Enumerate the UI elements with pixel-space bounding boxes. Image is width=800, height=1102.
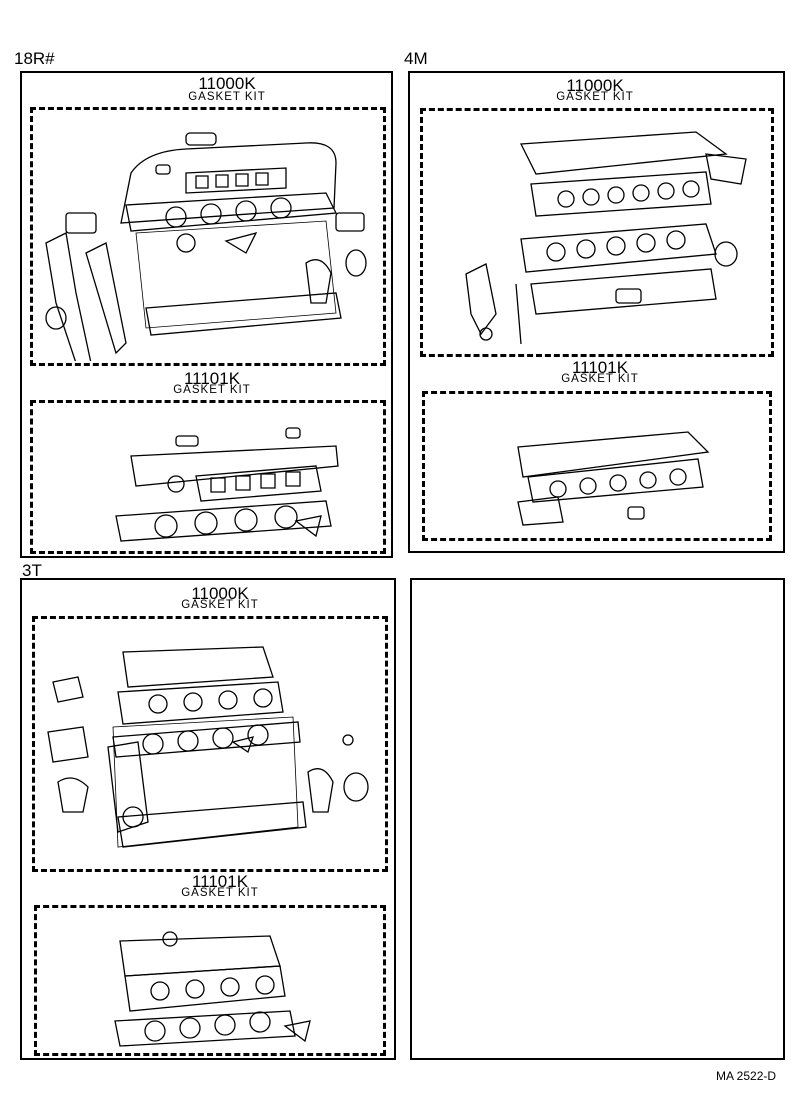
front-cover-gasket [57, 777, 89, 813]
exploded-view-4m-head [428, 397, 766, 535]
small-gasket-top-left [52, 676, 84, 703]
manifold-gasket [195, 465, 322, 502]
timing-cover-gasket [45, 232, 92, 361]
small-gasket-mid [231, 736, 254, 754]
cylinder-head-cover-gasket [519, 131, 728, 175]
timing-cover-gasket [107, 741, 149, 833]
cover-grommet [175, 435, 199, 447]
small-plate [615, 288, 642, 304]
manifold-gasket [527, 458, 704, 503]
cylinder-head-gasket [114, 1010, 296, 1047]
head-cover-gasket [119, 935, 281, 977]
exploded-view-18r-head [36, 406, 380, 548]
exploded-view-3t-full [38, 622, 382, 866]
small-seal [342, 734, 354, 746]
engine-label-4m: 4M [404, 49, 428, 68]
cylinder-head-gasket [125, 192, 338, 232]
kit-name-3t-head: GASKET KIT [181, 887, 259, 899]
document-code: MA 2522-D [716, 1069, 777, 1083]
dipstick-tube [515, 283, 522, 345]
head-cover-gasket [130, 445, 339, 487]
seal-washer [627, 506, 645, 520]
cylinder-head-gasket [112, 721, 301, 758]
kit-number-18r-head: 11101K [183, 369, 241, 388]
cylinder-head-cover-gasket [122, 646, 274, 688]
small-gasket [283, 1020, 311, 1043]
kit-box-4m-full [420, 108, 774, 357]
timing-cover-gasket [465, 263, 497, 336]
panel-3t: 11000K GASKET KIT 11101K GASKET KIT [20, 578, 396, 1060]
oil-seal [714, 241, 738, 267]
kit-name-4m-head: GASKET KIT [561, 373, 639, 385]
engine-block-outline [112, 716, 299, 848]
small-seal [479, 327, 493, 341]
side-gasket [705, 153, 747, 185]
small-gasket-right [335, 212, 365, 232]
small-gasket [517, 496, 564, 526]
panel-18r: 11000K GASKET KIT 11101K GASKET KIT [20, 71, 393, 558]
oil-seal-right [345, 249, 367, 277]
kit-name-4m-full: GASKET KIT [556, 91, 634, 103]
engine-label-3t: 3T [22, 561, 42, 580]
oil-seal-right [343, 772, 369, 802]
small-gasket-left [65, 212, 97, 234]
exploded-view-4m-full [426, 114, 768, 352]
kit-name-18r-full: GASKET KIT [188, 91, 266, 103]
kit-name-3t-full: GASKET KIT [181, 599, 259, 611]
rear-cover-gasket [307, 768, 334, 813]
oil-pan-gasket [530, 268, 717, 315]
manifold-gasket [124, 965, 286, 1012]
oil-cap-gasket [162, 931, 178, 947]
exploded-view-3t-head [40, 911, 380, 1051]
kit-number-4m-head: 11101K [571, 358, 629, 377]
kit-box-4m-head [422, 391, 772, 541]
plug-tube-seal [167, 475, 185, 493]
head-cover-gasket [517, 431, 710, 478]
kit-number-3t-head: 11101K [191, 872, 249, 891]
intake-manifold-gasket [185, 167, 287, 194]
kit-name-18r-head: GASKET KIT [173, 384, 251, 396]
cylinder-head-gasket [115, 500, 332, 542]
side-cover-gasket [305, 259, 332, 304]
oil-seal-left [45, 306, 67, 330]
cylinder-head-gasket [520, 223, 717, 273]
pump-gasket [224, 232, 258, 254]
chain-cover-gasket [85, 242, 127, 355]
kit-box-3t-full [32, 616, 388, 872]
water-outlet-gasket [176, 233, 196, 253]
oil-pan-gasket [117, 801, 307, 848]
water-pump-gasket [47, 726, 89, 763]
seal-washer [285, 427, 301, 439]
exploded-view-18r-full [36, 113, 380, 361]
kit-number-18r-full: 11000K [198, 74, 256, 93]
engine-label-18r: 18R# [14, 49, 55, 68]
oil-pan-gasket [145, 292, 342, 336]
empty-panel [410, 578, 785, 1060]
intake-manifold-gasket [117, 681, 284, 725]
plug-seal [155, 164, 171, 175]
intake-manifold-gasket [530, 171, 712, 217]
cover-grommet [185, 132, 217, 146]
kit-box-3t-head [34, 905, 386, 1056]
kit-number-4m-full: 11000K [566, 76, 624, 95]
kit-box-18r-head [30, 400, 386, 554]
panel-4m: 11000K GASKET KIT 11101K GASKET KIT [408, 71, 785, 553]
crank-seal [122, 806, 144, 828]
cylinder-head-cover-gasket [120, 142, 337, 224]
small-gasket [294, 515, 322, 538]
kit-box-18r-full [30, 107, 386, 366]
engine-block-outline [135, 220, 337, 329]
kit-number-3t-full: 11000K [191, 584, 249, 603]
